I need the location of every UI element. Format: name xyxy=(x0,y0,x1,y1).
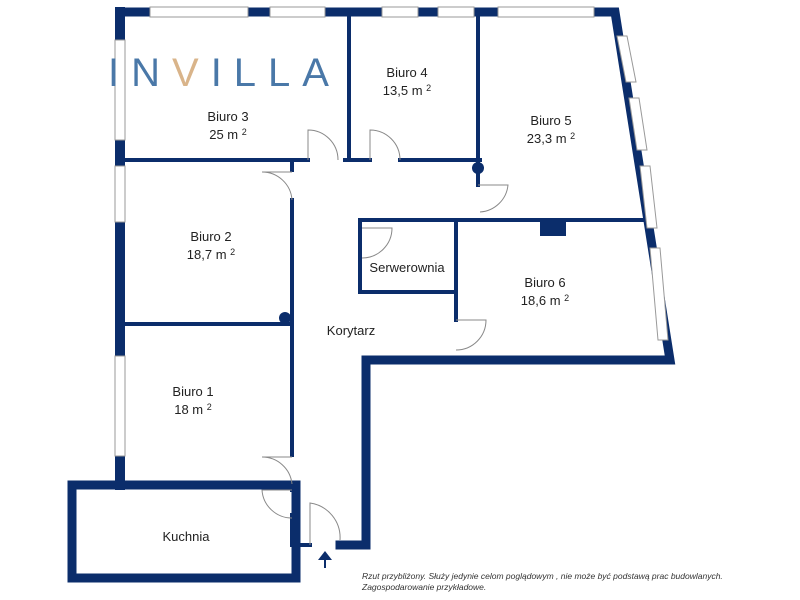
walls xyxy=(67,7,676,583)
invilla-logo: INVILLA xyxy=(108,51,341,95)
room-korytarz: Korytarz xyxy=(326,323,376,338)
entrance-arrow-icon xyxy=(318,551,332,568)
windows xyxy=(114,6,669,457)
doors xyxy=(261,129,509,545)
room-kuchnia: Kuchnia xyxy=(162,529,210,544)
disclaimer-note: Rzut przybliżony. Służy jedynie celom po… xyxy=(362,571,723,592)
room-serwerownia: Serwerownia xyxy=(369,260,445,275)
